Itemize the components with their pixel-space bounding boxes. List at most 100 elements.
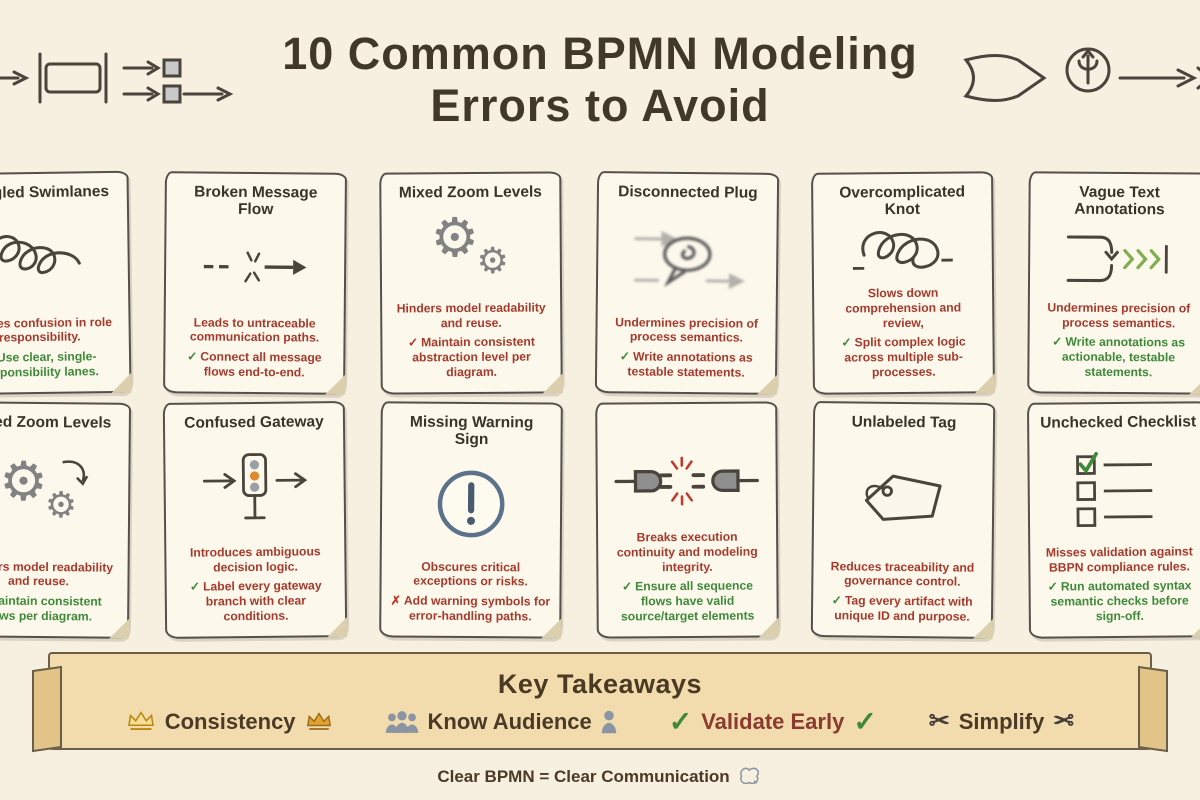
card-problem-text: Reduces traceability and governance cont…	[830, 558, 975, 589]
brain-doodle-icon	[737, 764, 763, 789]
fix-label: Use clear, single-responsibility lanes.	[0, 349, 99, 380]
error-card-tangled-swimlanes: Tangled Swimlanes Causes confusion in ro…	[0, 170, 132, 396]
knot-icon	[822, 217, 983, 286]
error-card-unlabeled-tag: Unlabeled Tag Reduces traceability and g…	[810, 401, 996, 639]
card-title: Overcomplicated Knot	[839, 183, 966, 219]
card-fix-text: ✓Run automated syntax semantic checks be…	[1040, 579, 1200, 625]
card-fix-text: ✓Maintain consistent abstraction level p…	[391, 335, 551, 381]
bpmn-arrow-sketch-icon	[960, 38, 1200, 123]
card-fix-text: ✓Write annotations as testable statement…	[606, 349, 766, 380]
person-icon	[601, 710, 617, 734]
check-icon: ✓	[187, 349, 198, 364]
card-title: Mixed Zoom Levels	[398, 183, 542, 202]
fix-label: Tag every artifact with unique ID and pu…	[834, 593, 973, 624]
converging-arrows-icon	[1039, 218, 1200, 302]
fix-label: Ensure all sequence flows have valid sou…	[620, 578, 755, 624]
error-card-mixed-zoom-levels-2: Mixed Zoom Levels ⚙ ⚙ Hinders model read…	[0, 401, 132, 639]
check-icon: ✓	[407, 335, 419, 350]
card-problem-text: Obscures critical exceptions or risks.	[413, 559, 528, 589]
card-title: Broken Message Flow	[194, 183, 318, 219]
card-title: Missing Warning Sign	[409, 413, 534, 449]
takeaway-consistency: Consistency	[126, 709, 333, 735]
card-problem-text: Undermines precision of process semantic…	[615, 314, 759, 345]
check-icon: ✓	[189, 579, 201, 595]
check-icon: ✓	[841, 335, 852, 350]
card-fix-text: ✓Use clear, single-responsibility lanes.	[0, 349, 120, 381]
card-title: Unchecked Checklist	[1040, 413, 1197, 432]
fix-label: Label every gateway branch with clear co…	[202, 578, 322, 624]
check-icon: ✓	[668, 705, 693, 737]
key-takeaways-title: Key Takeaways	[497, 668, 703, 699]
bpmn-flow-sketch-icon	[0, 38, 256, 123]
check-icon: ✓	[619, 349, 631, 364]
disconnected-plug-icon	[606, 432, 767, 530]
takeaway-simplify: ✂ Simplify ✂	[928, 707, 1075, 735]
error-card-disconnected-plugs: Breaks execution continuity and modeling…	[595, 401, 779, 639]
gear-icon: ⚙	[44, 484, 78, 526]
card-fix-text: ✓Tag every artifact with unique ID and p…	[822, 593, 982, 624]
check-icon: ✓	[853, 705, 877, 737]
checklist-icon	[1038, 432, 1199, 545]
blurred-bubble-icon	[607, 202, 768, 316]
takeaway-label: Simplify	[958, 708, 1045, 734]
card-problem-text: Hinders model readability and reuse.	[0, 558, 114, 589]
cards-row-2: Mixed Zoom Levels ⚙ ⚙ Hinders model read…	[0, 401, 1200, 639]
card-problem-text: Leads to untraceable communication paths…	[189, 314, 320, 345]
takeaway-label: Know Audience	[427, 708, 592, 734]
takeaway-label: Validate Early	[701, 708, 845, 734]
fix-label: Add warning symbols for error-handling p…	[403, 593, 551, 624]
curved-arrow-icon	[62, 460, 89, 487]
tag-icon	[823, 432, 984, 560]
cross-icon: ✗	[390, 593, 401, 608]
fix-label: Maintain consistent abstraction level pe…	[412, 334, 535, 380]
gear-icon: ⚙	[476, 239, 509, 281]
error-card-missing-warning-sign: Missing Warning Sign Obscures critical e…	[379, 401, 563, 639]
traffic-light-icon	[174, 432, 335, 545]
card-title: Disconnected Plug	[618, 183, 758, 202]
key-takeaways-banner: Key Takeaways Consistency Know Audience …	[48, 652, 1152, 750]
card-title: Confused Gateway	[184, 413, 324, 432]
check-icon: ✓	[1047, 579, 1058, 595]
card-fix-text: ✓Split complex logic across multiple sub…	[823, 335, 983, 381]
crown-filled-icon	[305, 711, 333, 733]
card-problem-text: Causes confusion in role responsibility.	[0, 314, 113, 345]
card-fix-text: ✓Ensure all sequence flows have valid so…	[607, 579, 767, 625]
gear-icon: ⚙	[430, 207, 480, 269]
takeaway-label: Consistency	[164, 708, 296, 734]
fix-label: Write annotations as actionable, testabl…	[1061, 335, 1186, 380]
card-fix-text: ✗Add warning symbols for error-handling …	[390, 593, 551, 625]
card-problem-text: Introduces ambiguous decision logic.	[189, 543, 321, 574]
crown-outline-icon	[126, 710, 156, 733]
key-takeaways-items: Consistency Know Audience ✓ Validate Ear…	[126, 705, 1075, 737]
fix-label: Connect all message flows end-to-end.	[200, 349, 322, 380]
error-card-unchecked-checklist: Unchecked Checklist Misses validation ag…	[1026, 401, 1200, 639]
cards-row-1: Tangled Swimlanes Causes confusion in ro…	[0, 170, 1200, 396]
error-card-mixed-zoom-levels: Mixed Zoom Levels ⚙⚙ Hinders model reada…	[379, 171, 563, 395]
fix-label: Maintain consistent flows per diagram.	[0, 593, 102, 624]
footer-text: Clear BPMN = Clear Communication	[437, 766, 730, 786]
title-line-1: 10 Common BPMN Modeling	[282, 28, 918, 79]
poster-title: 10 Common BPMN Modeling Errors to Avoid	[0, 28, 1200, 132]
card-title: Unlabeled Tag	[851, 413, 957, 432]
card-title: Mixed Zoom Levels	[0, 413, 112, 432]
check-icon: ✓	[621, 579, 633, 594]
error-card-broken-message-flow: Broken Message Flow Leads to untraceable…	[163, 171, 347, 395]
fix-label: Write annotations as testable statements…	[627, 349, 753, 380]
gears-arrow-icon: ⚙ ⚙	[0, 432, 120, 560]
card-problem-text: Slows down comprehension and review,	[845, 285, 962, 330]
check-icon: ✓	[1052, 334, 1063, 349]
tangle-icon	[0, 202, 119, 317]
warning-circle-icon	[391, 448, 552, 561]
check-icon: ✓	[831, 593, 842, 608]
error-card-confused-gateway: Confused Gateway Introduces ambiguous de…	[162, 401, 348, 639]
error-card-disconnected-plug: Disconnected Plug Undermines precision o…	[594, 171, 780, 395]
scissors-icon: ✂	[928, 707, 950, 735]
card-fix-text: ✓Connect all message flows end-to-end.	[174, 350, 334, 381]
card-problem-text: Undermines precision of process semantic…	[1047, 300, 1191, 330]
title-line-2: Errors to Avoid	[430, 79, 770, 131]
footer-tagline: Clear BPMN = Clear Communication	[0, 764, 1200, 789]
takeaway-know-audience: Know Audience	[385, 709, 617, 735]
fix-label: Run automated syntax semantic checks bef…	[1050, 578, 1192, 624]
scissors-icon: ✂	[1053, 707, 1075, 735]
card-problem-text: Breaks execution continuity and modeling…	[616, 529, 758, 574]
